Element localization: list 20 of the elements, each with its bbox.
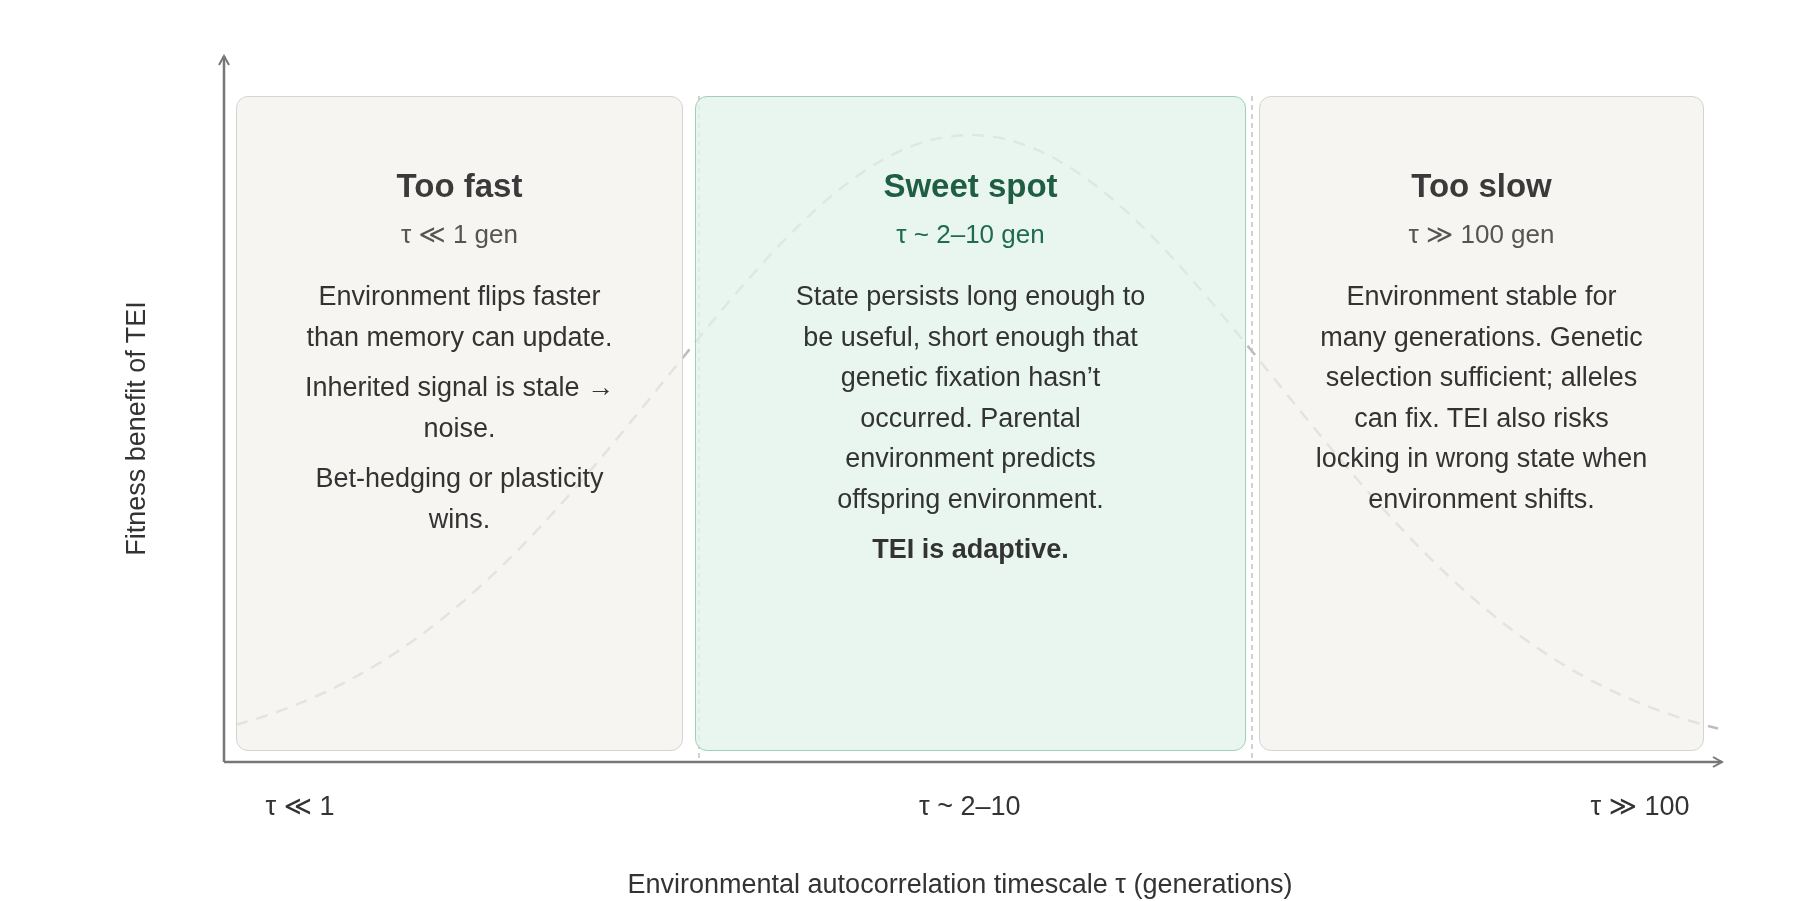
timescale-text: τ ≪ 1 gen bbox=[401, 219, 518, 250]
tick-label: τ ≫ 100 bbox=[1590, 790, 1690, 822]
panel-heading: Too slow bbox=[1411, 167, 1552, 205]
description-text: Bet-hedging or plasticity wins. bbox=[314, 462, 605, 536]
axis-title: Environmental autocorrelation timescale τ (generations) bbox=[627, 868, 1293, 900]
tick-label: τ ~ 2–10 bbox=[919, 790, 1021, 822]
conclusion-text: TEI is adaptive. bbox=[872, 533, 1069, 566]
panel-card bbox=[695, 96, 1246, 751]
description-text: State persists long enough to be useful, short enough that genetic fixation hasn’t occurred. Parental environment predicts offspring environment. bbox=[794, 280, 1147, 516]
description-text: Environment stable for many generations. Genetic selection sufficient; alleles can fix. TEI also risks locking in wrong state when environment shifts. bbox=[1314, 280, 1649, 516]
timescale-text: τ ≫ 100 gen bbox=[1408, 219, 1555, 250]
panel-heading: Sweet spot bbox=[883, 167, 1058, 205]
timescale-text: τ ~ 2–10 gen bbox=[896, 219, 1045, 250]
panel-card bbox=[1259, 96, 1704, 751]
tick-label: τ ≪ 1 bbox=[265, 790, 335, 822]
axis-title: Fitness benefit of TEI bbox=[120, 300, 152, 556]
description-text: Inherited signal is stale → noise. bbox=[303, 371, 616, 445]
description-text: Environment flips faster than memory can update. bbox=[305, 280, 614, 354]
panel-heading: Too fast bbox=[396, 167, 523, 205]
panel-card bbox=[236, 96, 683, 751]
